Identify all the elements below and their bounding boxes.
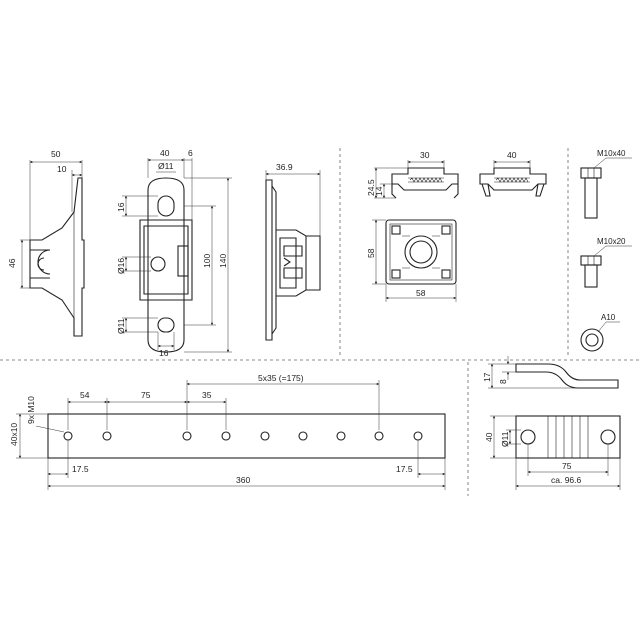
clamp-side-view: 40 [479, 150, 547, 197]
dim-front-inner-height: 100 [202, 254, 212, 268]
strap-top-view: 40 Ø11 75 ca. 96.6 [484, 415, 621, 490]
dim-rail-length: 360 [236, 475, 250, 485]
dim-rail-pattern: 5x35 (=175) [258, 373, 304, 383]
dim-strap-width: 40 [484, 432, 494, 442]
label-bolt-long: M10x40 [597, 149, 626, 158]
bracket-profile-view: 36.9 [265, 162, 321, 341]
dim-clamp-width: 30 [420, 150, 430, 160]
dim-bracket-height: 46 [7, 258, 17, 268]
dim-rail-edge-left: 17.5 [72, 464, 89, 474]
dim-strap-hole-spacing: 75 [562, 461, 572, 471]
rail-view: 5x35 (=175) 54 75 35 40x10 9x M10 17.5 1… [9, 373, 446, 490]
dim-strap-hole: Ø11 [500, 431, 510, 447]
label-bolt-short: M10x20 [597, 237, 626, 246]
dim-clamp-top-width: 58 [416, 288, 426, 298]
dim-strap-thickness: 8 [498, 379, 508, 384]
clamp-front-view: 30 24.5 14 [366, 150, 459, 199]
dim-front-total-height: 140 [218, 254, 228, 268]
dim-clamp-height-total: 24.5 [366, 179, 376, 196]
dim-profile-depth: 36.9 [276, 162, 293, 172]
dim-rail-first: 54 [80, 390, 90, 400]
dim-front-right: 6 [188, 148, 193, 158]
dim-bore: Ø16 [116, 258, 126, 274]
bolt-m10x40: M10x40 [580, 149, 632, 219]
dim-clamp-height-body: 14 [374, 186, 384, 196]
dim-bracket-inner: 10 [57, 164, 67, 174]
dim-clamp-side-width: 40 [507, 150, 517, 160]
section-separators [0, 148, 640, 496]
dim-strap-length: ca. 96.6 [551, 475, 582, 485]
dim-top-hole: Ø11 [158, 161, 174, 171]
clamp-top-view: 58 58 [366, 219, 457, 302]
label-washer: A10 [601, 313, 616, 322]
dim-clamp-top-height: 58 [366, 248, 376, 258]
dim-bracket-width: 50 [51, 149, 61, 159]
strap-side-view: 8 17 [482, 356, 619, 389]
dim-front-width: 40 [160, 148, 170, 158]
dim-rail-edge-right: 17.5 [396, 464, 413, 474]
washer-a10: A10 [580, 313, 620, 352]
dim-bottom-hole: Ø11 [116, 318, 126, 334]
bolt-m10x20: M10x20 [580, 237, 632, 288]
dim-strap-height: 17 [482, 372, 492, 382]
dim-bottom-width: 16 [159, 348, 169, 358]
bracket-side-view: 50 10 46 [7, 149, 85, 337]
dim-rail-second: 75 [141, 390, 151, 400]
rail-holes [63, 431, 423, 441]
label-rail-holes: 9x M10 [26, 396, 36, 424]
dim-rail-section: 40x10 [9, 423, 19, 446]
dim-rail-pitch: 35 [202, 390, 212, 400]
dim-slot: 16 [116, 202, 126, 212]
bracket-front-view: 40 6 Ø11 16 Ø16 Ø11 16 100 140 [116, 148, 232, 358]
